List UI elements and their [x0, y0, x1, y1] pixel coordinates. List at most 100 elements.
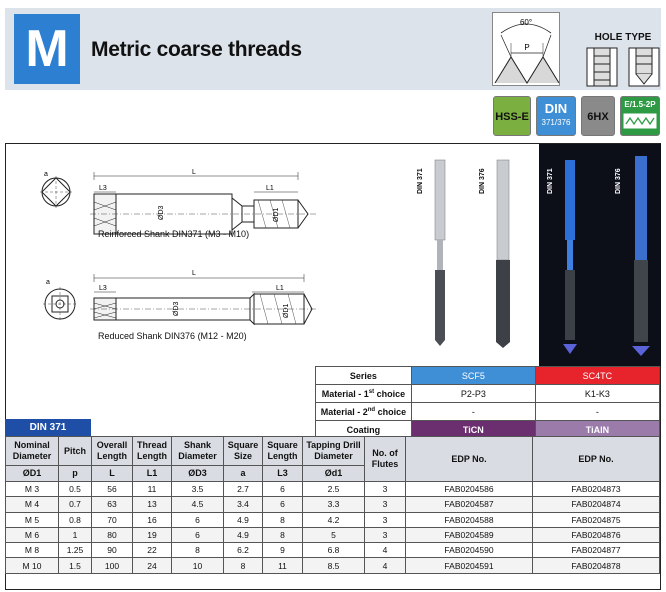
thread-angle-label: 60°: [520, 18, 532, 27]
table-cell: M 3: [5, 480, 59, 498]
col-shank-diameter: Shank Diameter: [171, 436, 224, 466]
table-cell: 70: [91, 511, 133, 528]
table-cell: 1: [58, 526, 92, 544]
sym-drill: Ød1: [302, 465, 365, 482]
table-cell: 3: [364, 480, 406, 498]
table-cell: 4: [364, 542, 406, 559]
table-cell: 13: [132, 496, 172, 513]
table-cell: 16: [132, 511, 172, 528]
table-cell: 6: [171, 511, 224, 528]
table-cell: 8: [223, 557, 263, 574]
table-cell: 2.5: [302, 480, 365, 498]
table-cell: 6.8: [302, 542, 365, 559]
material1-label: Material - 1st choice: [315, 384, 412, 403]
product-panel: a L L3 L1 ØD3 ØD1 Reinforced Shank DIN37…: [5, 143, 661, 590]
table-cell: 3.4: [223, 496, 263, 513]
table-cell: 8: [262, 511, 303, 528]
table-cell: 3.5: [171, 480, 224, 498]
series-label: Series: [315, 366, 412, 385]
top-L3-label: L3: [99, 185, 107, 192]
table-cell: FAB0204586: [405, 480, 533, 498]
table-cell: FAB0204877: [532, 542, 660, 559]
col-edp-ticn: EDP No.: [405, 436, 533, 482]
din-badge-label: DIN: [544, 101, 568, 116]
table-cell: M 10: [5, 557, 59, 574]
chamfer-badge-label: E/1.5-2P: [624, 100, 656, 109]
table-cell: FAB0204589: [405, 526, 533, 544]
bottom-D3-label: ØD3: [173, 302, 180, 317]
col-pitch: Pitch: [58, 436, 92, 466]
table-cell: 0.7: [58, 496, 92, 513]
table-cell: 0.8: [58, 511, 92, 528]
top-L-label: L: [192, 169, 196, 176]
table-cell: FAB0204591: [405, 557, 533, 574]
table-cell: M 8: [5, 542, 59, 559]
material2-label: Material - 2nd choice: [315, 402, 412, 421]
chamfer-icon: [623, 113, 657, 129]
din-badge-sub: 371/376: [541, 118, 571, 127]
table-cell: M 6: [5, 526, 59, 544]
table-cell: M 4: [5, 496, 59, 513]
material1-row: Material - 1st choice P2-P3 K1-K3: [315, 384, 661, 403]
table-cell: FAB0204873: [532, 480, 660, 498]
bottom-a-label: a: [46, 279, 50, 286]
chamfer-badge: E/1.5-2P: [620, 96, 660, 136]
sym-p: p: [58, 465, 92, 482]
reinforced-shank-caption: Reinforced Shank DIN371 (M3 - M10): [98, 229, 250, 239]
table-cell: 2.7: [223, 480, 263, 498]
table-cell: 80: [91, 526, 133, 544]
top-D3-label: ØD3: [158, 206, 165, 221]
bottom-L-label: L: [192, 270, 196, 277]
bottom-D1-label: ØD1: [283, 304, 290, 319]
table-cell: 100: [91, 557, 133, 574]
col-flutes: No. of Flutes: [364, 436, 406, 482]
sym-d1: ØD1: [5, 465, 59, 482]
din371-tab: DIN 371: [5, 419, 91, 436]
table-header-row: Nominal Diameter Pitch Overall Length Th…: [5, 436, 660, 482]
tap-photos: DIN 371 DIN 376 DIN 371 DIN 376: [411, 144, 661, 366]
table-cell: M 5: [5, 511, 59, 528]
dimensions-table: Nominal Diameter Pitch Overall Length Th…: [5, 436, 660, 574]
reduced-shank-drawing: a L L3 L1 ØD3 ØD1: [43, 270, 318, 326]
din-badge: DIN 371/376: [536, 96, 576, 136]
series-scf5: SCF5: [410, 366, 536, 385]
table-cell: 11: [262, 557, 303, 574]
table-cell: 63: [91, 496, 133, 513]
sym-L: L: [91, 465, 133, 482]
sym-a: a: [223, 465, 263, 482]
table-cell: 3.3: [302, 496, 365, 513]
series-sc4tc: SC4TC: [534, 366, 661, 385]
table-cell: FAB0204876: [532, 526, 660, 544]
table-cell: 10: [171, 557, 224, 574]
sym-L3: L3: [262, 465, 303, 482]
tool-label-din371-uncoated: DIN 371: [417, 168, 424, 194]
hole-type-icons: [586, 47, 660, 87]
table-cell: 90: [91, 542, 133, 559]
thread-profile-figure: 60° P: [492, 12, 560, 86]
table-cell: 6.2: [223, 542, 263, 559]
material1-sc4tc: K1-K3: [534, 384, 661, 403]
material2-scf5: -: [410, 402, 536, 421]
table-cell: 19: [132, 526, 172, 544]
coating-ticn: TiCN: [410, 420, 536, 439]
top-L1-label: L1: [266, 185, 274, 192]
header-banner: M Metric coarse threads 60° P HOLE TYPE: [5, 8, 661, 90]
table-cell: 4.9: [223, 526, 263, 544]
table-cell: 6: [262, 480, 303, 498]
col-overall-length: Overall Length: [91, 436, 133, 466]
table-cell: 8: [171, 542, 224, 559]
thread-pitch-label: P: [524, 43, 529, 52]
bottom-L1-label: L1: [276, 285, 284, 292]
table-cell: 22: [132, 542, 172, 559]
table-cell: 5: [302, 526, 365, 544]
table-cell: 4.9: [223, 511, 263, 528]
page-title: Metric coarse threads: [91, 38, 302, 61]
tool-label-din371-coated: DIN 371: [547, 168, 554, 194]
series-spec-table: Series SCF5 SC4TC Material - 1st choice …: [315, 366, 661, 439]
